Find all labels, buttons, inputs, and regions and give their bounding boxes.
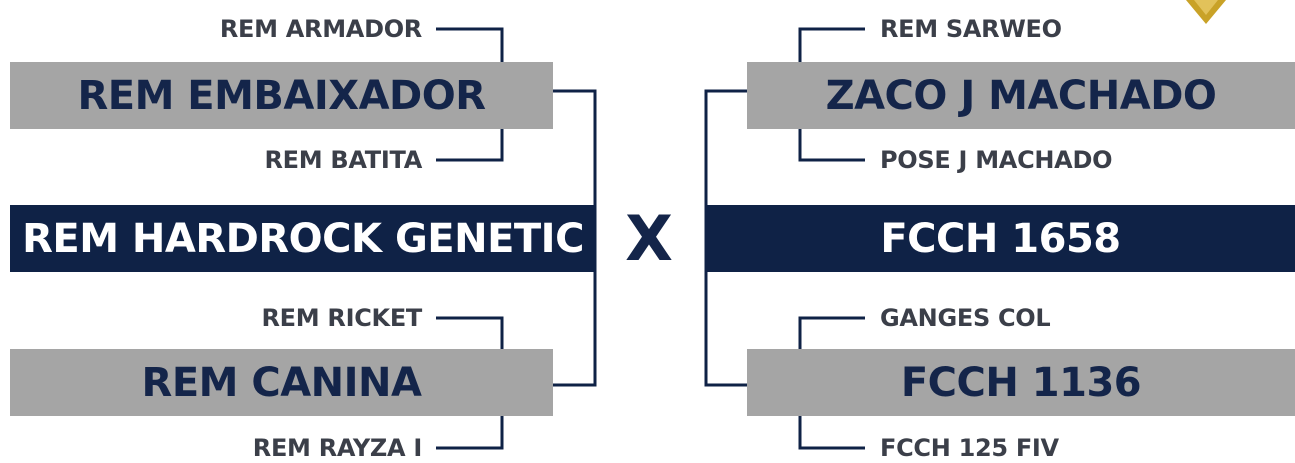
left-paternal-dam: REM BATITA <box>264 146 422 174</box>
connector-left-top-upper <box>436 27 504 62</box>
right-paternal-parent: ZACO J MACHADO <box>747 62 1295 129</box>
right-maternal-dam: FCCH 125 FIV <box>880 434 1059 462</box>
left-maternal-parent: REM CANINA <box>10 349 553 416</box>
left-maternal-sire: REM RICKET <box>261 304 422 332</box>
left-sire-main: REM HARDROCK GENETIC <box>10 205 596 272</box>
connector-left-bottom-upper <box>436 316 504 349</box>
connector-right-top-lower <box>798 129 865 162</box>
connector-right-bottom-upper <box>798 316 865 349</box>
left-maternal-dam: REM RAYZA I <box>252 434 423 462</box>
right-dam-main: FCCH 1658 <box>706 205 1295 272</box>
connector-left-top-lower <box>436 129 504 162</box>
cross-symbol: X <box>625 202 673 275</box>
left-paternal-parent: REM EMBAIXADOR <box>10 62 553 129</box>
connector-right-bottom-lower <box>798 416 865 450</box>
right-paternal-sire: REM SARWEO <box>880 15 1062 43</box>
connector-right-top-upper <box>798 27 865 62</box>
connector-left-bottom-lower <box>436 416 504 450</box>
right-paternal-dam: POSE J MACHADO <box>880 146 1113 174</box>
right-maternal-sire: GANGES COL <box>880 304 1051 332</box>
gold-emblem-icon <box>1186 0 1226 24</box>
left-paternal-sire: REM ARMADOR <box>219 15 422 43</box>
right-maternal-parent: FCCH 1136 <box>747 349 1295 416</box>
